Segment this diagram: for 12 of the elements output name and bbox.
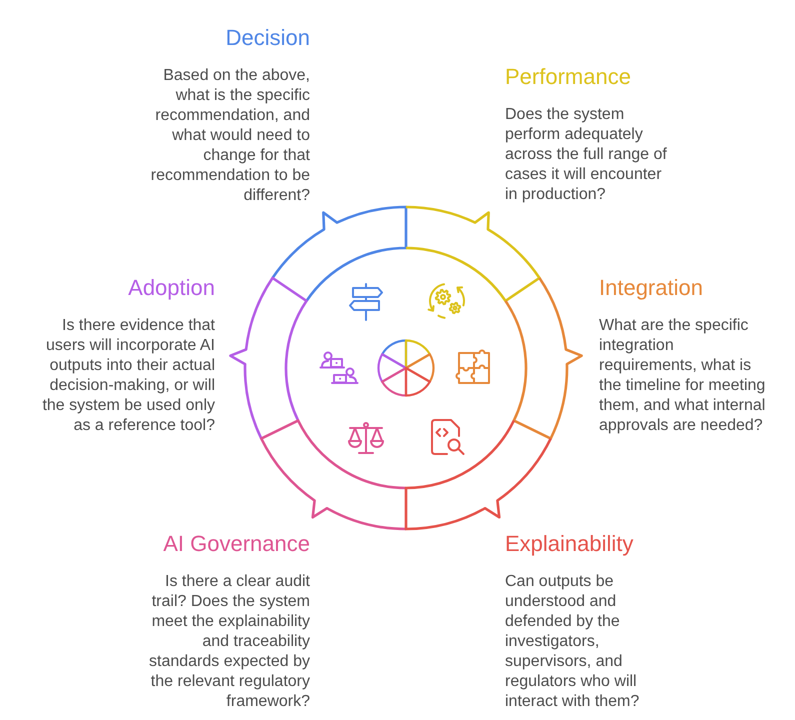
question-text: Can outputs be understood and defended by the investigators, supervisors, and regulators who will interact with them? (505, 572, 640, 712)
section-heading: Explainability (505, 531, 634, 557)
question-text: Based on the above, what is the specific recommendation, and what would need to change for that recommendation to be different? (150, 66, 310, 206)
section-heading: AI Governance (162, 531, 310, 557)
question-text: Is there a clear audit trail? Does the system meet the explainability and traceability standards expected by the relevant regulatory framework? (148, 572, 310, 712)
section-heading: Performance (505, 64, 632, 90)
section-heading: Integration (599, 275, 704, 301)
question-text: Is there evidence that users will incorporate AI outputs into their actual decision-making, or will the system be used only as a reference tool? (41, 316, 215, 436)
section-heading: Decision (224, 25, 310, 51)
question-text: Does the system perform adequately across the full range of cases it will encounter in production? (505, 105, 668, 205)
section-heading: Adoption (127, 275, 215, 301)
question-text: What are the specific integration requirements, what is the timeline for meeting them, and what internal approvals are needed? (599, 316, 766, 436)
